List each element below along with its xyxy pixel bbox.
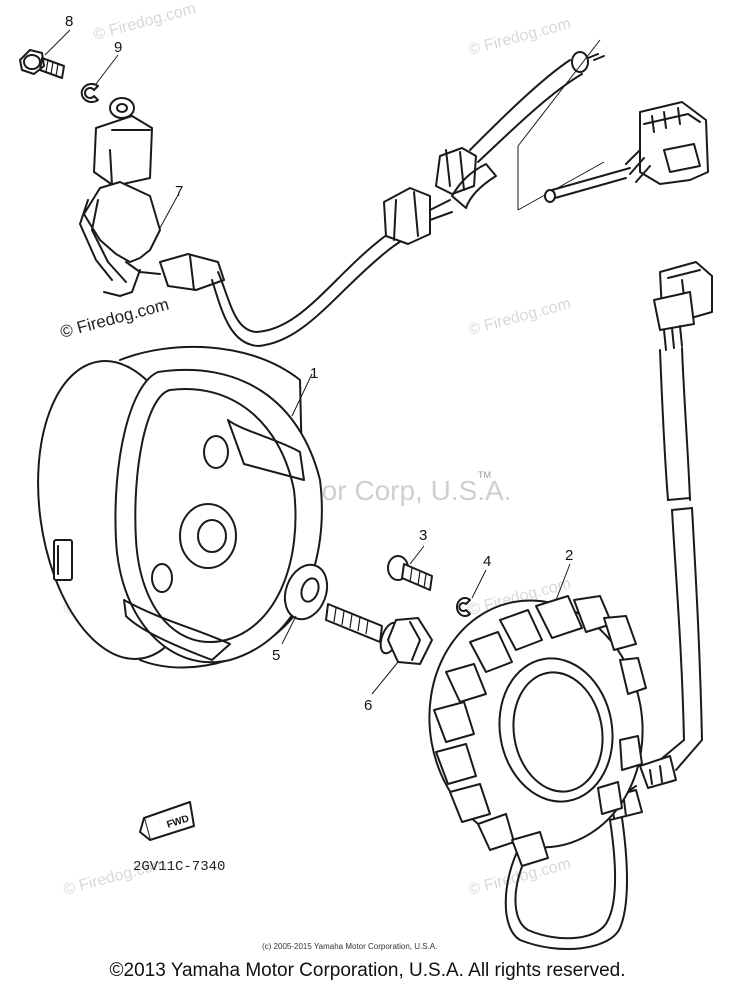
part-2-stator [428, 595, 647, 867]
watermark-text: © Firedog.com [467, 295, 573, 339]
watermark-text-dark: © Firedog.com [58, 295, 171, 342]
leader-line [291, 373, 313, 417]
leader-line [44, 29, 71, 56]
callout-2: 2 [565, 547, 573, 564]
leader-line [371, 661, 399, 695]
part-5-washer [283, 563, 329, 621]
leader-line [555, 563, 571, 601]
part-8-bolt [19, 49, 65, 79]
watermark-text: © Firedog.com [467, 15, 573, 59]
callout-5: 5 [272, 647, 280, 664]
small-copyright: (c) 2005-2015 Yamaha Motor Corporation, … [262, 942, 437, 951]
part-3-screw [387, 555, 433, 591]
fwd-arrow: FWD [139, 801, 195, 841]
leader-line [281, 615, 297, 645]
part-1-rotor [37, 345, 323, 669]
callout-7: 7 [175, 183, 183, 200]
callout-9: 9 [114, 39, 122, 56]
callout-1: 1 [310, 365, 318, 382]
leader-line [95, 54, 119, 85]
part-code: 2GV11C-7340 [133, 859, 225, 875]
part-6-bolt [325, 603, 433, 665]
callout-4: 4 [483, 553, 491, 570]
leader-line [159, 194, 179, 229]
watermark-text: © Firedog.com [92, 0, 198, 44]
pickup-wire [211, 51, 605, 347]
part-7-pickup-coil [79, 97, 225, 297]
trademark-mark: TM [478, 470, 491, 480]
leader-line [409, 545, 425, 565]
part-9-washer [80, 83, 99, 103]
connector-detail [517, 39, 709, 211]
callout-layer: 8 9 7 1 3 4 2 5 6 [65, 13, 573, 714]
leader-line [471, 569, 487, 599]
part-4-clip [456, 597, 471, 617]
callout-6: 6 [364, 697, 372, 714]
callout-3: 3 [419, 527, 427, 544]
callout-8: 8 [65, 13, 73, 30]
footer-copyright: ©2013 Yamaha Motor Corporation, U.S.A. A… [109, 960, 626, 981]
